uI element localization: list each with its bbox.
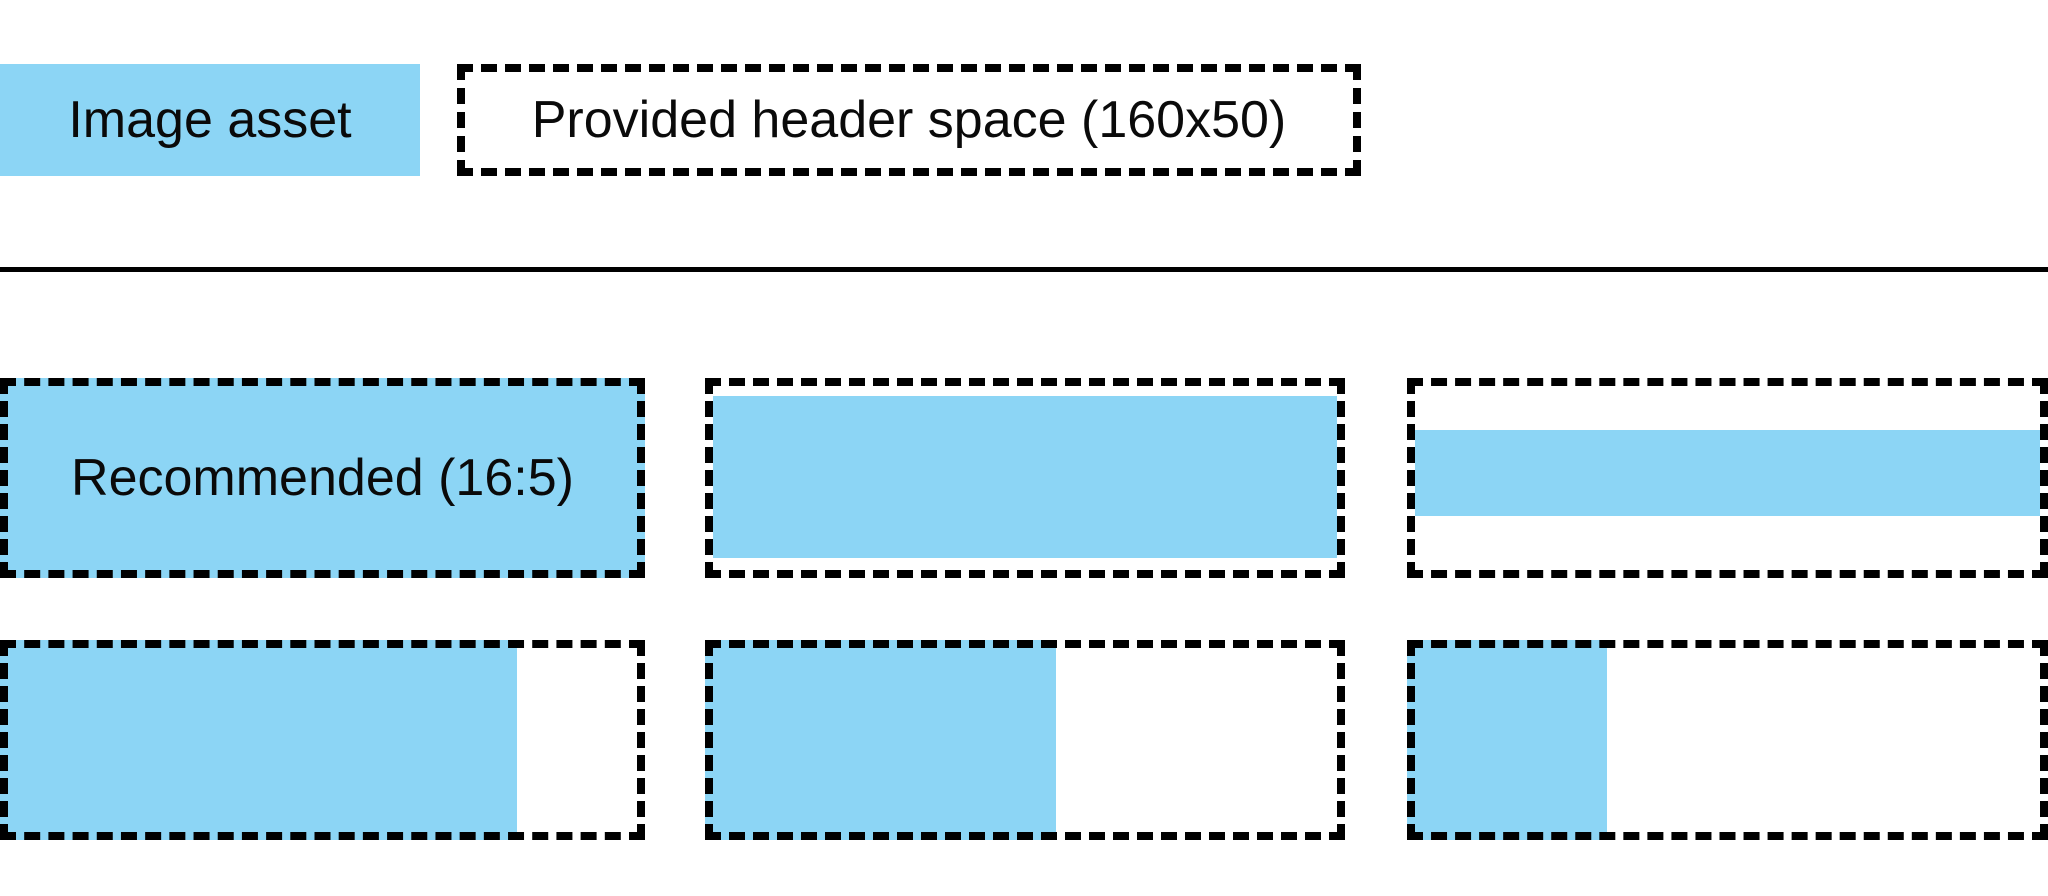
image-asset-bar	[713, 396, 1337, 558]
example-full-height-medium	[705, 640, 1345, 840]
recommended-label: Recommended (16:5)	[71, 449, 574, 507]
example-full-height-narrow	[1407, 640, 2048, 840]
image-asset-bar	[705, 640, 1056, 840]
example-full-width-strip	[1407, 378, 2048, 578]
divider-line	[0, 267, 2048, 272]
example-full-height-wide	[0, 640, 645, 840]
legend-header-space-box: Provided header space (160x50)	[457, 64, 1361, 176]
example-full-width-letterboxed	[705, 378, 1345, 578]
image-asset-bar	[1407, 640, 1607, 840]
image-asset-bar	[0, 378, 645, 578]
image-asset-bar	[1415, 430, 2040, 516]
legend-image-asset-swatch: Image asset	[0, 64, 420, 176]
image-asset-bar	[0, 640, 517, 840]
legend-image-asset-label: Image asset	[68, 91, 352, 149]
legend-header-space-label: Provided header space (160x50)	[531, 91, 1287, 149]
example-recommended-16-5: Recommended (16:5)	[0, 378, 645, 578]
